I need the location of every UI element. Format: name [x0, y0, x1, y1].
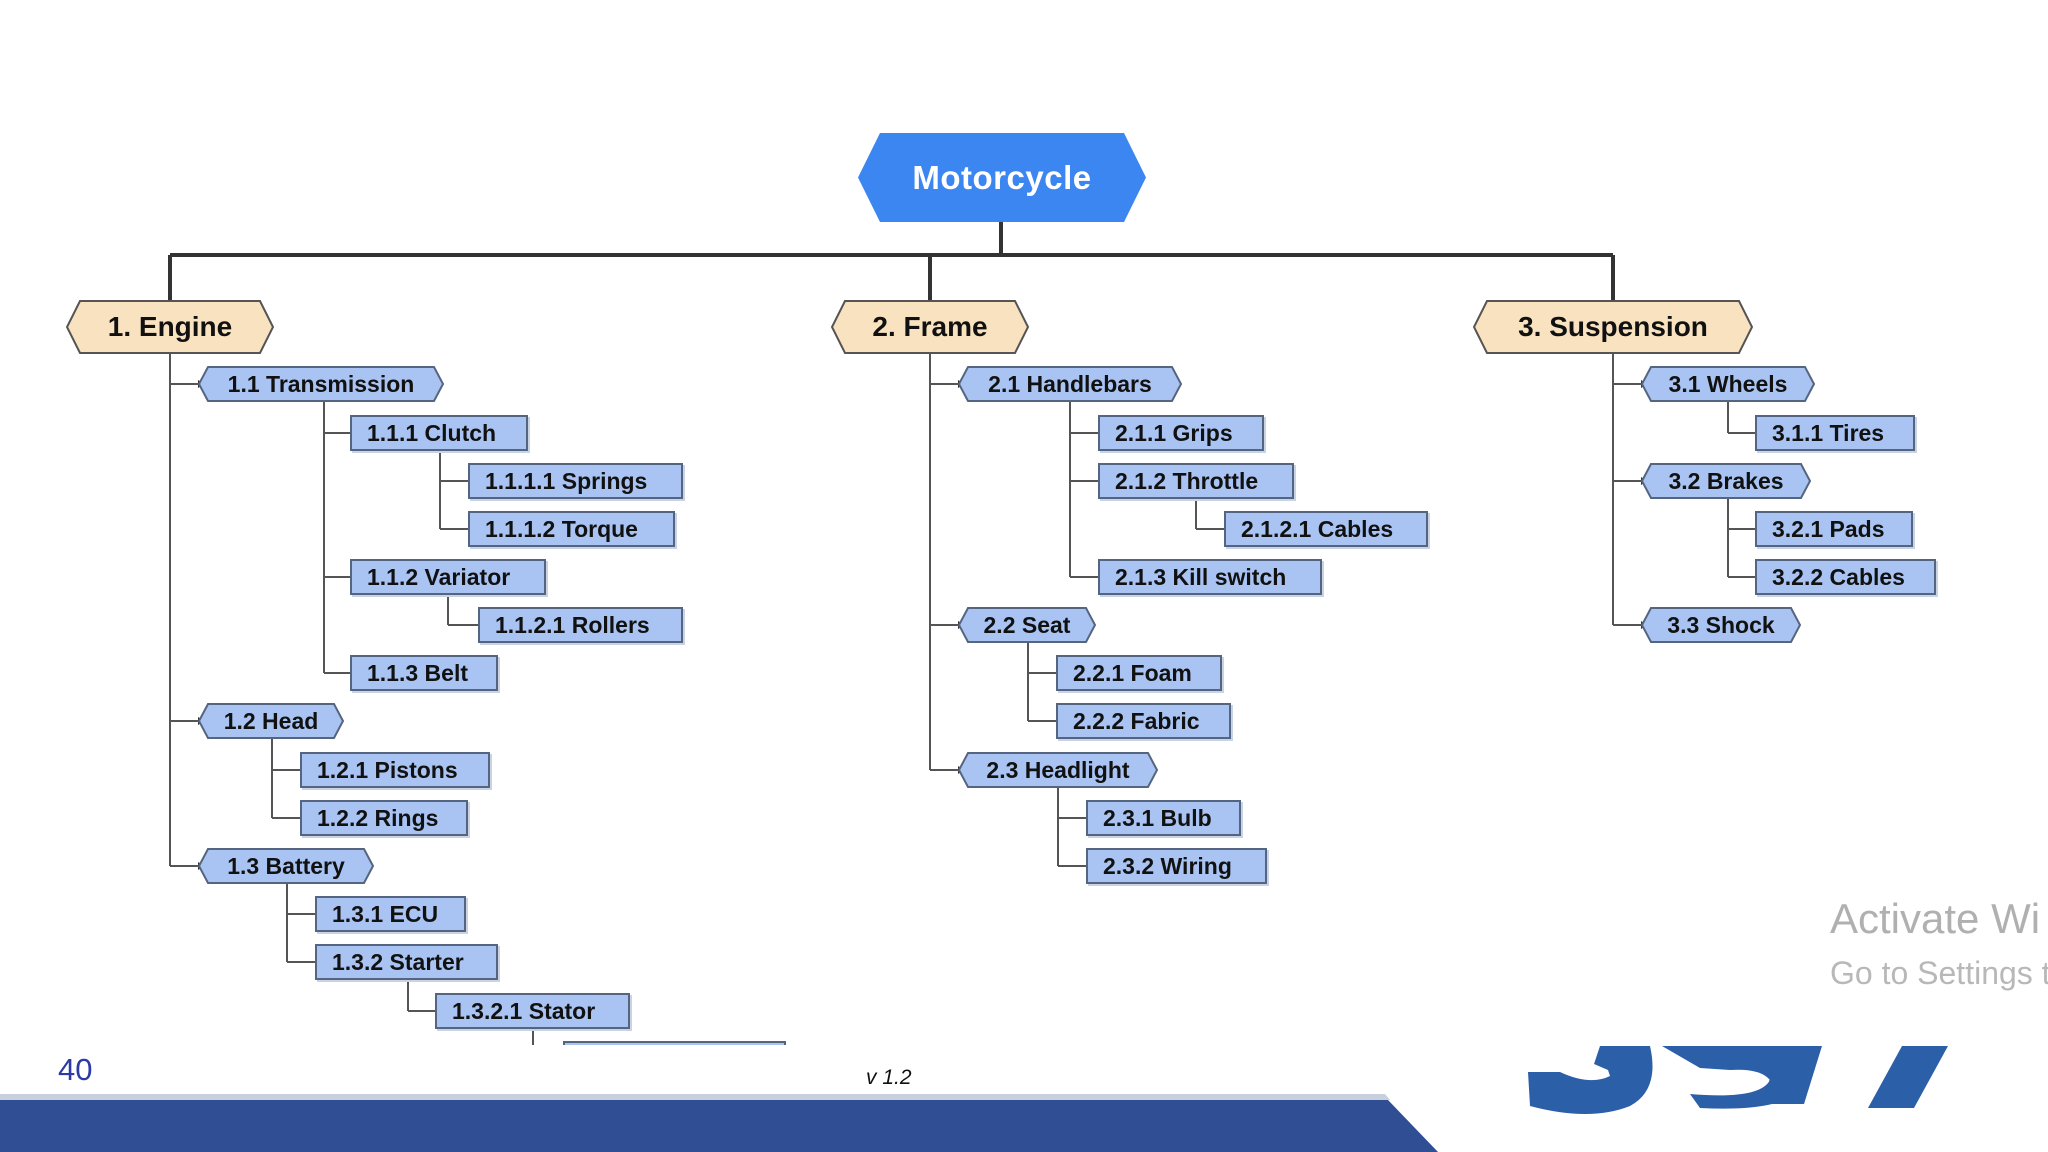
node-fabric[interactable]: 2.2.2 Fabric — [1056, 703, 1231, 739]
node-transmission[interactable]: 1.1 Transmission — [197, 366, 445, 402]
activation-watermark-title: Activate Wi — [1830, 895, 2041, 942]
node-label: 3.1.1 Tires — [1772, 419, 1885, 446]
hexagon-shape — [197, 703, 345, 739]
node-label: 2.3.1 Bulb — [1103, 804, 1212, 831]
node-label: 1.1 Transmission — [227, 370, 415, 397]
node-label: 2.2.2 Fabric — [1073, 707, 1200, 734]
node-kill-switch[interactable]: 2.1.3 Kill switch — [1098, 559, 1322, 595]
node-brakes[interactable]: 3.2 Brakes — [1640, 463, 1812, 499]
hexagon-shape — [957, 752, 1159, 788]
node-tires[interactable]: 3.1.1 Tires — [1755, 415, 1915, 451]
node-label: 2.3 Headlight — [986, 756, 1130, 783]
node-head[interactable]: 1.2 Head — [197, 703, 345, 739]
node-wiring[interactable]: 2.3.2 Wiring — [1086, 848, 1267, 884]
node-label: 2. Frame — [872, 311, 988, 342]
node-label: 1.1.2 Variator — [367, 563, 511, 590]
node-label: 1.3 Battery — [227, 852, 345, 879]
node-springs[interactable]: 1.1.1.1 Springs — [468, 463, 683, 499]
node-label: 2.1.3 Kill switch — [1115, 563, 1287, 590]
node-battery[interactable]: 1.3 Battery — [197, 848, 375, 884]
hexagon-shape — [858, 133, 1146, 222]
node-shock[interactable]: 3.3 Shock — [1640, 607, 1802, 643]
hexagon-shape — [1640, 463, 1812, 499]
node-grips[interactable]: 2.1.1 Grips — [1098, 415, 1264, 451]
node-label: 1.3.2 Starter — [332, 948, 464, 975]
node-seat[interactable]: 2.2 Seat — [957, 607, 1097, 643]
hexagon-shape — [65, 300, 275, 354]
node-label: 2.1.1 Grips — [1115, 419, 1233, 446]
node-suspension[interactable]: 3. Suspension — [1472, 300, 1754, 354]
node-cables[interactable]: 2.1.2.1 Cables — [1224, 511, 1428, 547]
node-label: 3. Suspension — [1518, 311, 1708, 342]
node-label: 1.1.1.1 Springs — [485, 467, 648, 494]
slide-number: 40 — [58, 1052, 93, 1087]
node-label: 1.1.3 Belt — [367, 659, 468, 686]
node-brake-cables[interactable]: 3.2.2 Cables — [1755, 559, 1936, 595]
node-label: 3.1 Wheels — [1668, 370, 1788, 397]
node-label: 3.2.2 Cables — [1772, 563, 1905, 590]
node-rollers[interactable]: 1.1.2.1 Rollers — [478, 607, 683, 643]
node-label: 1.1.2.1 Rollers — [495, 611, 650, 638]
node-rings[interactable]: 1.2.2 Rings — [300, 800, 468, 836]
hexagon-shape — [1640, 607, 1802, 643]
node-belt[interactable]: 1.1.3 Belt — [350, 655, 498, 691]
node-throttle[interactable]: 2.1.2 Throttle — [1098, 463, 1294, 499]
node-pistons[interactable]: 1.2.1 Pistons — [300, 752, 490, 788]
node-wheels[interactable]: 3.1 Wheels — [1640, 366, 1816, 402]
node-starter[interactable]: 1.3.2 Starter — [315, 944, 498, 980]
node-headlight[interactable]: 2.3 Headlight — [957, 752, 1159, 788]
node-bulb[interactable]: 2.3.1 Bulb — [1086, 800, 1241, 836]
node-label: 1. Engine — [107, 311, 233, 342]
node-label: 3.2.1 Pads — [1772, 515, 1885, 542]
node-label: 2.3.2 Wiring — [1103, 852, 1232, 879]
node-handlebars[interactable]: 2.1 Handlebars — [957, 366, 1183, 402]
node-label: 2.1.2.1 Cables — [1241, 515, 1394, 542]
node-clutch[interactable]: 1.1.1 Clutch — [350, 415, 528, 451]
root-node[interactable]: Motorcycle — [858, 133, 1146, 222]
hexagon-shape — [957, 607, 1097, 643]
hexagon-shape — [957, 366, 1183, 402]
node-foam[interactable]: 2.2.1 Foam — [1056, 655, 1222, 691]
node-pads[interactable]: 3.2.1 Pads — [1755, 511, 1913, 547]
root-label: Motorcycle — [912, 158, 1092, 196]
node-label: 3.3 Shock — [1667, 611, 1775, 638]
hexagon-shape — [197, 848, 375, 884]
node-label: 1.2 Head — [223, 707, 319, 734]
version-label: v 1.2 — [866, 1066, 912, 1089]
node-label: 2.1 Handlebars — [988, 370, 1152, 397]
node-label: 2.1.2 Throttle — [1115, 467, 1259, 494]
node-variator[interactable]: 1.1.2 Variator — [350, 559, 546, 595]
hexagon-shape — [1640, 366, 1816, 402]
node-label: 1.3.1 ECU — [332, 900, 439, 927]
node-cut-off-box — [563, 1041, 786, 1047]
hexagon-shape — [1472, 300, 1754, 354]
node-label: 2.2.1 Foam — [1073, 659, 1192, 686]
node-label: 1.2.2 Rings — [317, 804, 439, 831]
node-label: 2.2 Seat — [983, 611, 1071, 638]
node-label: 1.1.1.2 Torque — [485, 515, 638, 542]
node-torque[interactable]: 1.1.1.2 Torque — [468, 511, 675, 547]
node-label: 3.2 Brakes — [1668, 467, 1784, 494]
node-label: 1.3.2.1 Stator — [452, 997, 596, 1024]
node-stator[interactable]: 1.3.2.1 Stator — [435, 993, 630, 1029]
hexagon-shape — [830, 300, 1030, 354]
node-engine[interactable]: 1. Engine — [65, 300, 275, 354]
node-ecu[interactable]: 1.3.1 ECU — [315, 896, 466, 932]
node-frame[interactable]: 2. Frame — [830, 300, 1030, 354]
node-label: 1.1.1 Clutch — [367, 419, 497, 446]
node-label: 1.2.1 Pistons — [317, 756, 458, 783]
hexagon-shape — [197, 366, 445, 402]
activation-watermark-subtitle: Go to Settings t — [1830, 955, 2048, 991]
